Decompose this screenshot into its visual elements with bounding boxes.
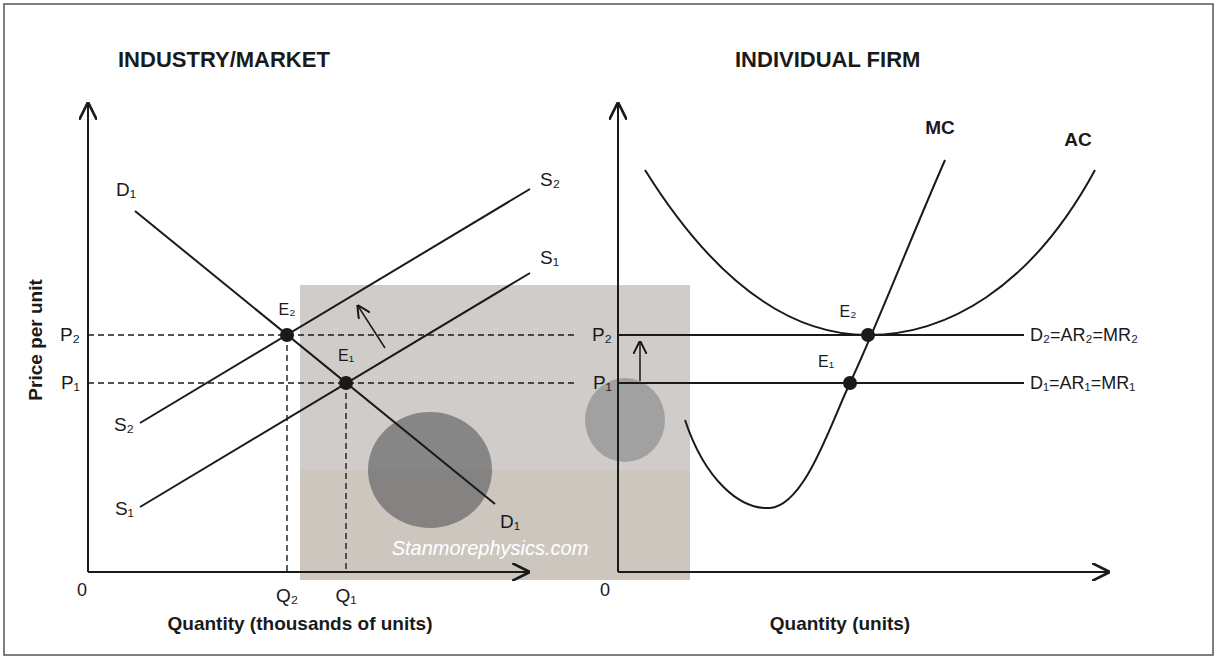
origin-label: 0 [77, 580, 87, 601]
frame [4, 4, 1213, 655]
point-label: E₁ [818, 353, 834, 371]
axes [88, 104, 1108, 572]
revenue-label: D₁=AR₁=MR₁ [1030, 373, 1135, 394]
curve-label: MC [925, 117, 955, 139]
curve-label: D₁ [116, 179, 136, 201]
curve-label: AC [1064, 129, 1091, 151]
firm-curves [618, 160, 1095, 508]
curve-label: S₂ [540, 169, 560, 191]
axis-title: Price per unit [25, 279, 47, 400]
equilibrium-dots [280, 328, 875, 390]
photo-overlay [300, 285, 690, 580]
panel-heading: INDUSTRY/MARKET [118, 47, 330, 72]
market-curves [135, 189, 530, 507]
price-label: P₁ [61, 372, 80, 394]
panel-heading: INDIVIDUAL FIRM [735, 47, 920, 72]
axis-title: Quantity (units) [770, 613, 910, 635]
price-label: P₁ [593, 372, 612, 394]
revenue-label: D₂=AR₂=MR₂ [1030, 325, 1138, 346]
point-label: E₂ [279, 301, 296, 319]
point-label: E₂ [840, 303, 857, 321]
curve-label: S₂ [114, 414, 134, 436]
axis-title: Quantity (thousands of units) [168, 613, 433, 635]
curve-label: S₁ [115, 498, 134, 520]
price-label: P₂ [60, 324, 80, 346]
price-label: P₂ [592, 324, 612, 346]
origin-label: 0 [600, 580, 610, 601]
point-label: E₁ [338, 347, 354, 365]
guide-lines [88, 335, 578, 572]
quantity-label: Q₁ [335, 585, 356, 607]
curve-label: S₁ [540, 247, 559, 269]
watermark: Stanmorephysics.com [392, 537, 589, 560]
quantity-label: Q₂ [276, 585, 298, 607]
curve-label: D₁ [500, 511, 520, 533]
